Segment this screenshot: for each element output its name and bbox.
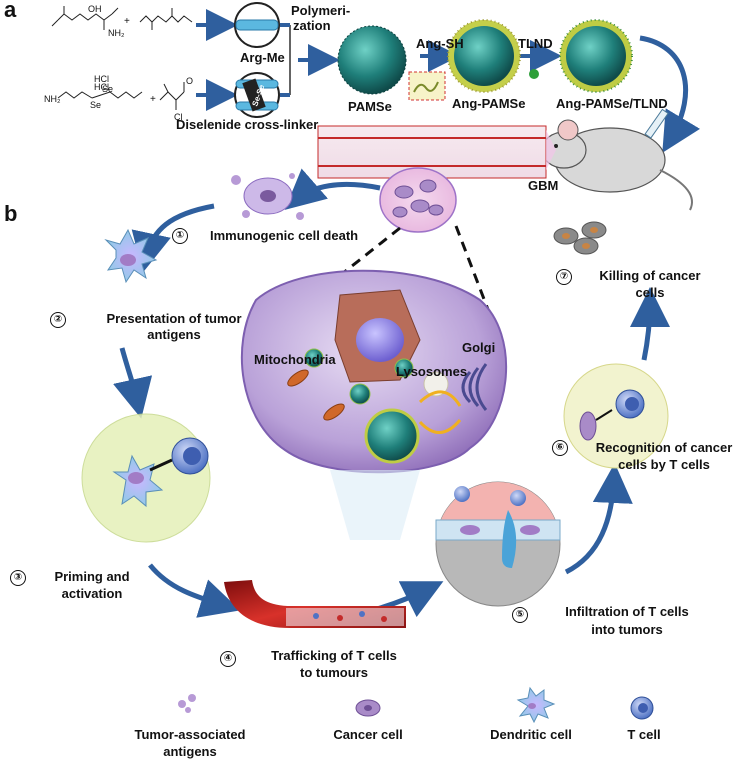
lysosome-escape-arrow-2: [418, 419, 462, 434]
step-5-label-line1: Infiltration of T cells: [565, 604, 689, 619]
step-4-label-line2: to tumours: [300, 665, 368, 680]
step-7-label-line1: Killing of cancer: [599, 268, 701, 283]
chem-plus-2: +: [150, 94, 156, 105]
ang-sh-peptide-chain: [413, 81, 439, 93]
trafficking-vessel-icon: [224, 580, 406, 628]
ang-pamse-tlnd-label: Ang-PAMSe/TLND: [556, 96, 668, 111]
step-4-number: ④: [220, 651, 236, 667]
tlnd-label: TLND: [518, 36, 553, 51]
step-2-label-line1: Presentation of tumor: [106, 311, 242, 326]
recognition-icon: [563, 363, 669, 469]
step-7-label-line2: cells: [635, 285, 665, 300]
nucleus-icon: [334, 289, 421, 383]
ang-pamse-tlnd-nanoparticle-icon: [559, 19, 633, 93]
step-6-label-line1: Recognition of cancer: [595, 440, 733, 455]
step-3-number: ③: [10, 570, 26, 586]
dying-cell-icon: [231, 173, 304, 220]
ang-pamse-nanoparticle-icon: [447, 19, 521, 93]
gbm-label: GBM: [528, 178, 559, 193]
methacrylic-anhydride-structure: [139, 8, 193, 30]
chem-se-1: Se: [90, 100, 102, 110]
chem-nh2: NH₂: [108, 28, 125, 38]
chem-cl: Cl: [174, 112, 183, 122]
lysosome-icon: [423, 371, 449, 397]
tumor-cluster-icon: [379, 167, 457, 233]
legend-antigens-line1: Tumor-associated: [134, 727, 246, 742]
step-6-label-line2: cells by T cells: [618, 457, 710, 472]
polymerization-label-line2: zation: [293, 18, 331, 33]
step-5-label-line2: into tumors: [591, 622, 663, 637]
synthesis-arrows: [196, 9, 562, 111]
step-7-number: ⑦: [556, 269, 572, 285]
tlnd-drug-icon: [529, 69, 539, 79]
pamse-label: PAMSe: [348, 99, 392, 114]
chem-oh: OH: [88, 4, 102, 14]
ang-sh-peptide-inset: [408, 71, 446, 101]
cystamine-diselenide-structure: [57, 91, 143, 99]
legend-antigens-line2: antigens: [163, 744, 217, 759]
tumor-antigen-icon: [178, 694, 196, 713]
arg-me-monomer-icon: [234, 2, 280, 48]
chem-hcl-2: HCl: [94, 82, 109, 92]
mitochondria-icon: [287, 369, 345, 421]
legend-cancer-cell: Cancer cell: [333, 727, 403, 742]
lysosome-escape-arrow-1: [418, 390, 462, 407]
dead-cancer-cells-icon: [553, 221, 607, 255]
syringe-icon: [644, 108, 669, 139]
diselenide-crosslinker-icon: [234, 72, 280, 118]
polymerization-label-line1: Polymeri-: [291, 3, 351, 18]
mouse-icon: [541, 119, 693, 211]
cancer-cell-icon: [355, 699, 381, 717]
panel-a-label: a: [4, 0, 17, 22]
gbm-highlight: [546, 130, 556, 170]
crosslinker-label: Diselenide cross-linker: [176, 117, 319, 132]
chem-se-2: Se: [102, 84, 114, 94]
legend-dendritic-cell: Dendritic cell: [490, 727, 572, 742]
golgi-label: Golgi: [462, 340, 496, 355]
pamse-nanoparticle-icon: [337, 25, 407, 95]
step-3-label-line2: activation: [61, 586, 123, 601]
dendritic-cell-icon-step2: [104, 228, 158, 284]
chem-o: O: [186, 76, 194, 86]
chem-nh2-2: NH₂: [44, 94, 61, 104]
infiltration-icon: [435, 481, 561, 607]
step-2-label-line2: antigens: [147, 327, 201, 342]
step-4-label-line1: Trafficking of T cells: [271, 648, 397, 663]
dendritic-cell-icon: [516, 686, 556, 724]
internalized-nanoparticles: [304, 348, 420, 464]
lysosomes-label: Lysosomes: [396, 364, 468, 379]
injection-arrow: [639, 35, 701, 153]
t-cell-icon: [630, 696, 654, 720]
golgi-icon: [461, 363, 488, 411]
step-1-number: ①: [172, 228, 188, 244]
step-5-number: ⑤: [512, 607, 528, 623]
step-6-number: ⑥: [552, 440, 568, 456]
arginine-monomer-structure: [51, 6, 119, 30]
legend-t-cell: T cell: [627, 727, 661, 742]
methacryloyl-chloride-structure: [159, 82, 185, 110]
ang-pamse-label: Ang-PAMSe: [452, 96, 526, 111]
icd-arrow: [284, 168, 381, 210]
panel-b-label: b: [4, 201, 18, 226]
step-3-label-line1: Priming and: [54, 569, 130, 584]
priming-cluster-icon: [81, 413, 211, 543]
mitochondria-label: Mitochondria: [254, 352, 336, 367]
chem-hcl-1: HCl: [94, 74, 109, 84]
arg-me-label: Arg-Me: [240, 50, 285, 65]
ang-sh-label: Ang-SH: [416, 36, 464, 51]
immune-cycle-arrows: [113, 203, 670, 619]
step-1-label: Immunogenic cell death: [210, 228, 359, 243]
chem-plus-1: +: [124, 16, 130, 27]
step-2-number: ②: [50, 312, 66, 328]
